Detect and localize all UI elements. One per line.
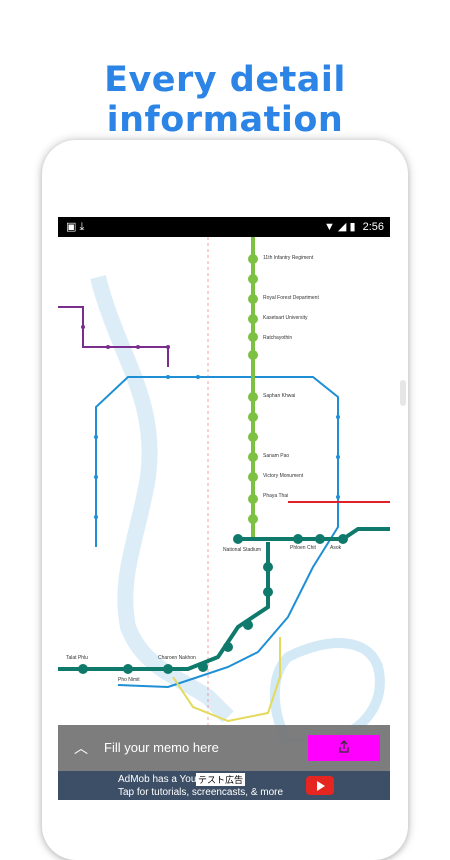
station-label: Ratchayothin [263,335,293,341]
station-label: Asok [330,545,342,551]
app-screen: ▣ ⤓ ▼ ◢ ▮ 2:56 [58,217,390,800]
ad-subtext: Tap for tutorials, screencasts, & more [118,787,284,798]
transit-map-svg[interactable] [58,237,390,748]
chevron-up-icon[interactable]: ︿ [74,740,88,756]
station-label: Phloen Chit [290,545,316,551]
share-button[interactable] [308,735,380,761]
station-label: Victory Monument [263,473,304,479]
river [90,275,234,723]
ad-headline: AdMob has a You [118,774,197,785]
station-label: Royal Forest Department [263,295,319,301]
station-label: 11th Infantry Regiment [263,255,314,261]
station-label: Pho Nimit [118,677,140,683]
promo-title-line2: information [106,100,344,140]
signal-icon: ◢ [337,221,347,233]
teal-stations [78,534,348,674]
memo-input[interactable]: Fill your memo here [104,740,219,755]
transit-map[interactable]: 11th Infantry Regiment Royal Forest Depa… [58,237,390,748]
station-label: Phaya Thai [263,493,289,499]
promo-title-line1: Every detail [104,60,346,100]
image-icon: ▣ [66,221,77,233]
purple-line [58,306,169,367]
green-stations [248,254,258,524]
battery-icon: ▮ [349,221,356,233]
blue-stations [94,375,340,519]
ad-banner[interactable]: AdMob has a You テスト広告 Tap for tutorials,… [58,771,390,800]
phone-side-button [400,380,406,406]
status-bar: ▣ ⤓ ▼ ◢ ▮ 2:56 [58,217,390,237]
wifi-icon: ▼ [323,221,335,233]
memo-bar[interactable]: ︿ Fill your memo here [58,725,390,771]
station-label: Saphan Khwai [263,393,296,399]
river-ring [269,638,385,748]
promo-title: Every detail information [0,60,450,140]
download-icon: ⤓ [79,221,85,233]
station-label: National Stadium [223,547,262,553]
purple-stations [81,325,170,349]
blue-line [95,376,339,689]
ad-test-tag: テスト広告 [196,773,246,786]
share-icon [339,739,349,753]
station-label: Kasetsart University [263,315,308,321]
station-label: Talat Phlu [66,655,88,661]
status-time: 2:56 [362,221,384,233]
station-label: Sanam Pao [263,453,290,459]
teal-line [238,527,390,541]
station-label: Charoen Nakhon [158,655,196,661]
gold-line [172,637,281,723]
youtube-icon[interactable] [306,776,334,795]
teal-line-south [58,542,270,671]
status-icons-left: ▣ ⤓ [66,220,84,234]
status-icons-right: ▼ ◢ ▮ 2:56 [324,220,384,233]
